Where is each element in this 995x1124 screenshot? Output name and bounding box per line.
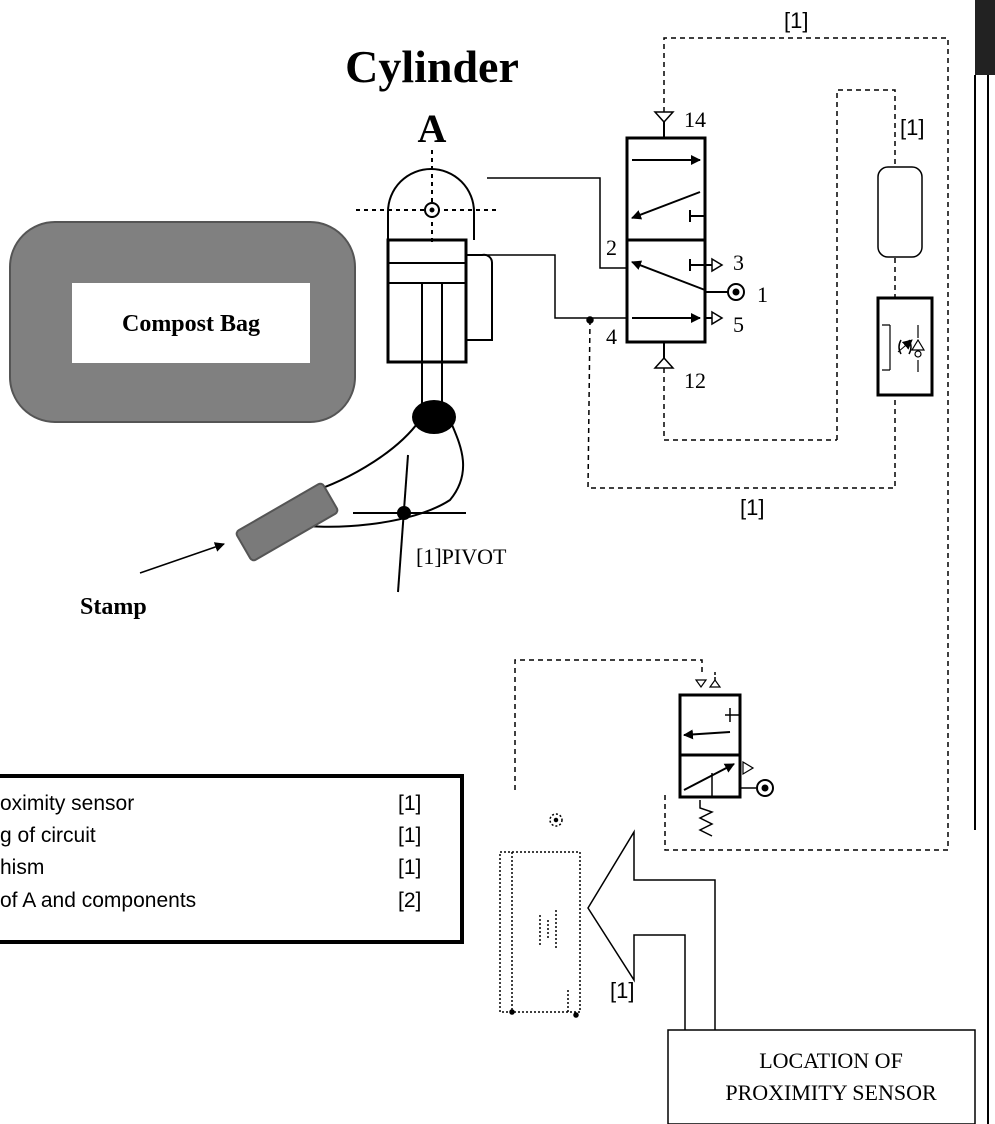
compost-bag-label: Compost Bag <box>122 311 260 337</box>
port-1: 1 <box>757 282 768 307</box>
marking-mark-4: [2] <box>398 889 421 912</box>
flow-control-valve <box>876 296 934 397</box>
marking-mark-1: [1] <box>398 792 421 815</box>
sensor-location-arrow <box>587 829 716 1030</box>
port-5: 5 <box>733 312 744 337</box>
cylinder-title: Cylinder <box>345 41 519 92</box>
location-box-line1: LOCATION OF <box>759 1048 903 1073</box>
port-3: 3 <box>733 250 744 275</box>
page-edge <box>974 0 995 1124</box>
pivot-label: [1]PIVOT <box>416 544 507 569</box>
cylinder-letter: A <box>418 106 447 151</box>
location-box: LOCATION OF PROXIMITY SENSOR <box>667 1029 976 1124</box>
reservoir <box>877 166 923 258</box>
proximity-sensor <box>499 813 581 1018</box>
mark-right-line: [1] <box>900 115 924 140</box>
pilot-lines <box>514 37 949 851</box>
marking-item-3: hism <box>0 856 44 879</box>
marking-mark-2: [1] <box>398 824 421 847</box>
marking-item-2: g of circuit <box>0 824 96 847</box>
stamp-label: Stamp <box>80 594 147 620</box>
port-4: 4 <box>606 324 617 349</box>
lever-mechanism <box>139 400 466 593</box>
mark-bottom-line: [1] <box>740 495 764 520</box>
roller-valve <box>678 672 774 837</box>
marking-box: oximity sensor [1] g of circuit [1] hism… <box>0 774 464 944</box>
marking-mark-3: [1] <box>398 856 421 879</box>
cylinder-a <box>356 150 500 405</box>
port-2: 2 <box>606 235 617 260</box>
main-valve <box>625 111 745 369</box>
mark-sensor-arrow: [1] <box>610 978 634 1003</box>
marking-item-4: of A and components <box>0 889 196 912</box>
mark-top-line: [1] <box>784 8 808 33</box>
compost-bag: Compost Bag <box>9 221 356 423</box>
location-box-line2: PROXIMITY SENSOR <box>725 1080 937 1105</box>
port-14: 14 <box>684 107 706 132</box>
port-12: 12 <box>684 368 706 393</box>
pneumatic-lines <box>466 177 627 324</box>
marking-item-1: oximity sensor <box>0 792 134 815</box>
